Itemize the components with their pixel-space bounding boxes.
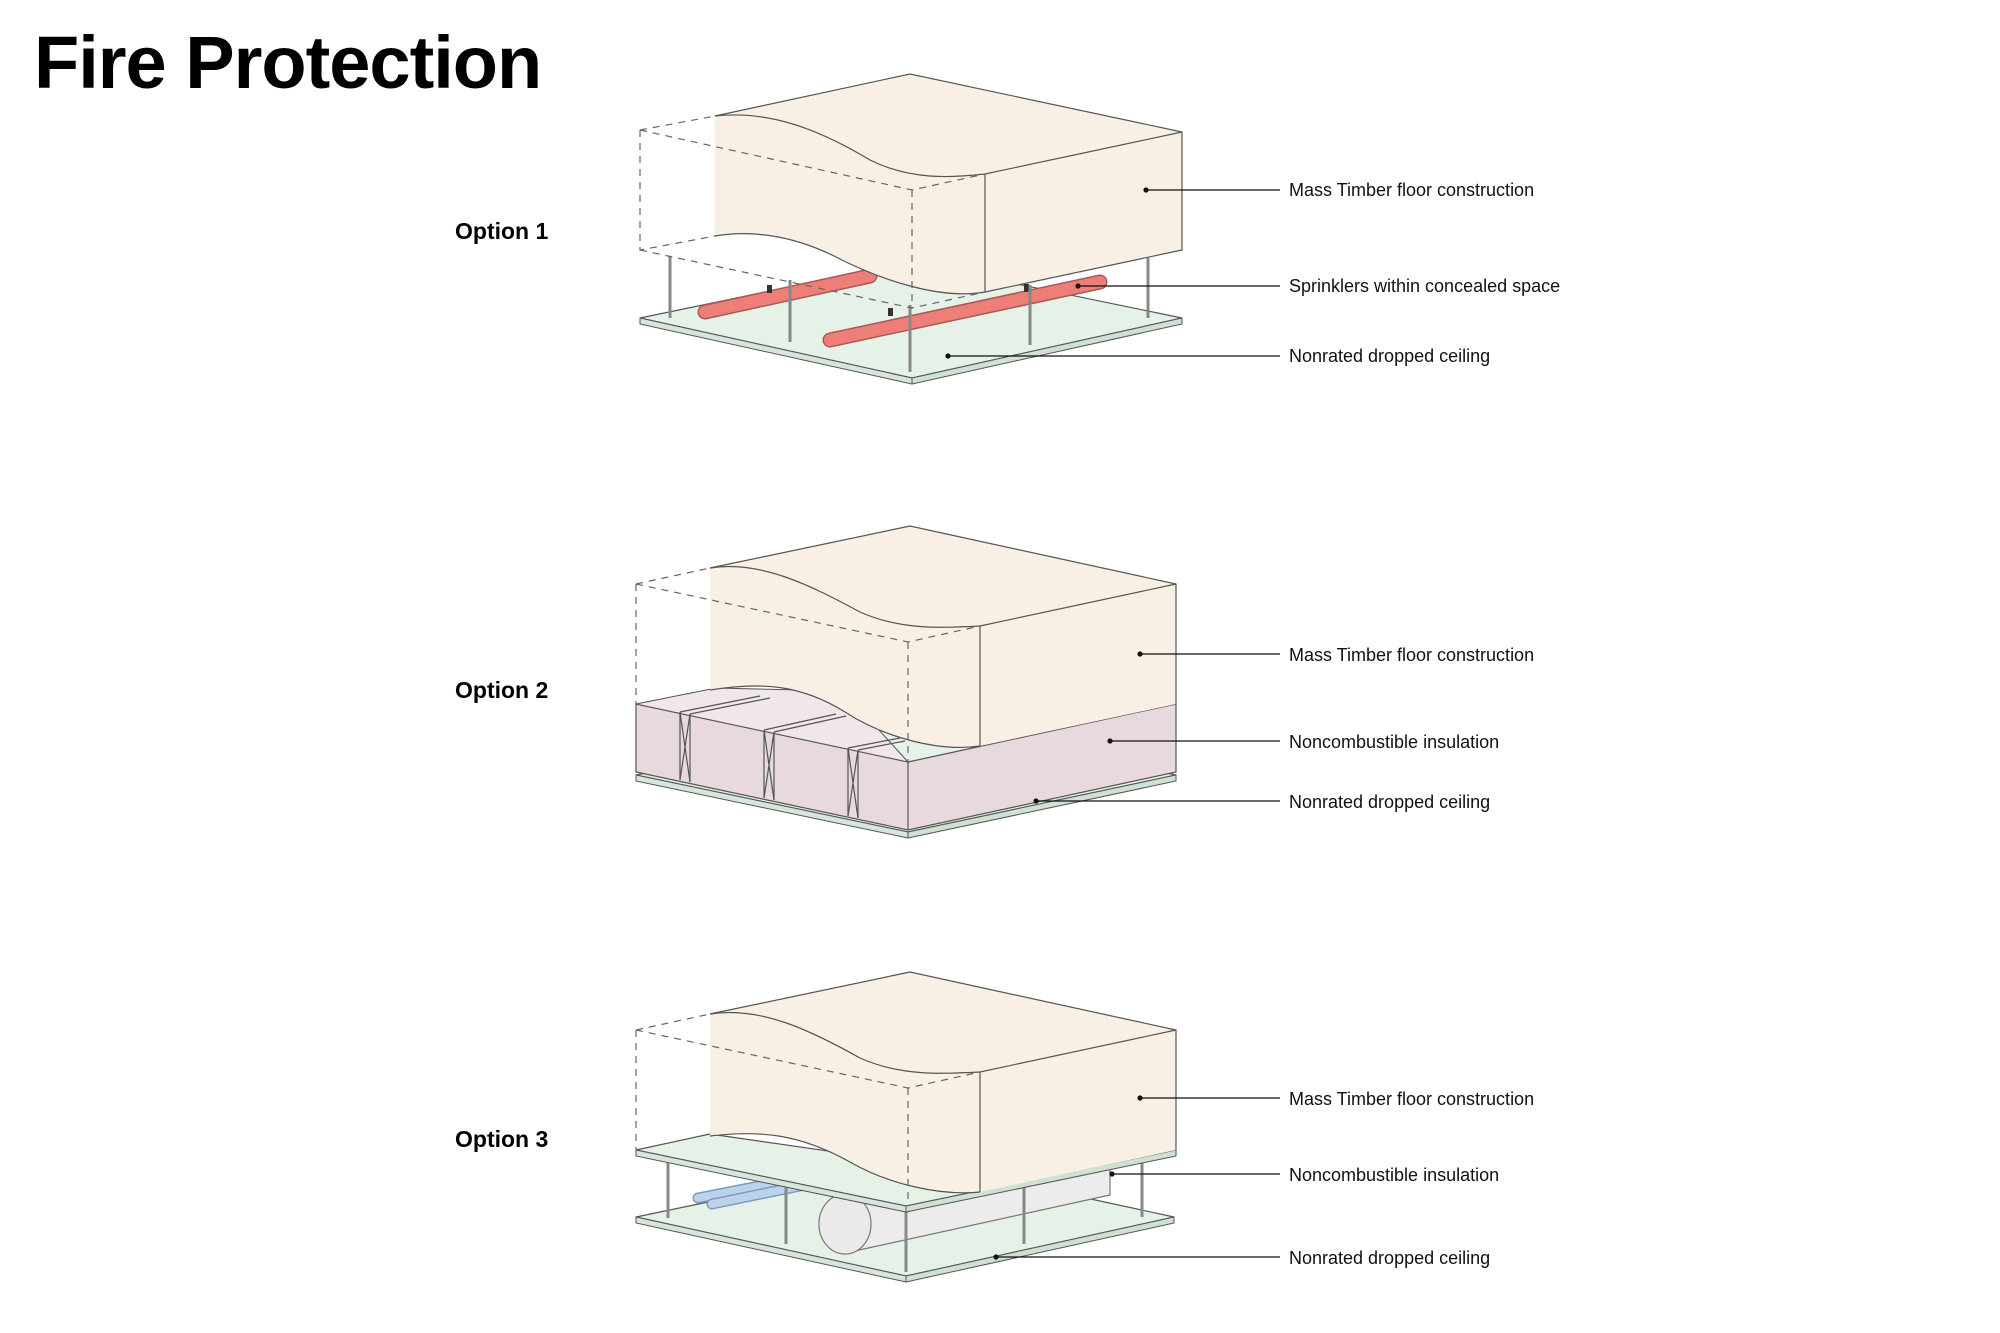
option-1-callout-timber: Mass Timber floor construction bbox=[1289, 180, 1535, 200]
option-1-leader-lines bbox=[945, 187, 1280, 359]
option-1-assembly bbox=[639, 73, 1280, 385]
option-3-timber-volume bbox=[635, 971, 1177, 1206]
option-2-callout-timber: Mass Timber floor construction bbox=[1289, 645, 1535, 665]
page-title: Fire Protection bbox=[34, 21, 542, 104]
option-2-timber-volume bbox=[635, 525, 1177, 762]
option-1-callout-sprinklers: Sprinklers within concealed space bbox=[1289, 276, 1561, 296]
option-1-hanger-rods bbox=[668, 256, 1150, 372]
option-2-leader-lines bbox=[1033, 651, 1280, 804]
option-2-callout-ceiling: Nonrated dropped ceiling bbox=[1289, 792, 1491, 812]
option-1-sprinkler-pipes bbox=[697, 268, 1108, 348]
option-2-assembly bbox=[635, 525, 1280, 839]
option-3-label: Option 3 bbox=[455, 1126, 549, 1152]
option-3-assembly bbox=[635, 971, 1280, 1283]
option-3-callout-timber: Mass Timber floor construction bbox=[1289, 1089, 1535, 1109]
option-2-label: Option 2 bbox=[455, 677, 549, 703]
option-3-callout-ceiling: Nonrated dropped ceiling bbox=[1289, 1248, 1491, 1268]
option-1-label: Option 1 bbox=[455, 218, 549, 244]
option-2-callout-insulation: Noncombustible insulation bbox=[1289, 732, 1500, 752]
option-3-leader-lines bbox=[993, 1095, 1280, 1260]
option-1-timber-volume bbox=[639, 73, 1183, 309]
option-3-hanger-rods bbox=[666, 1160, 1144, 1272]
option-3-callout-insulation: Noncombustible insulation bbox=[1289, 1165, 1500, 1185]
option-2-insulation bbox=[635, 687, 1177, 831]
option-1-callout-ceiling: Nonrated dropped ceiling bbox=[1289, 346, 1491, 366]
